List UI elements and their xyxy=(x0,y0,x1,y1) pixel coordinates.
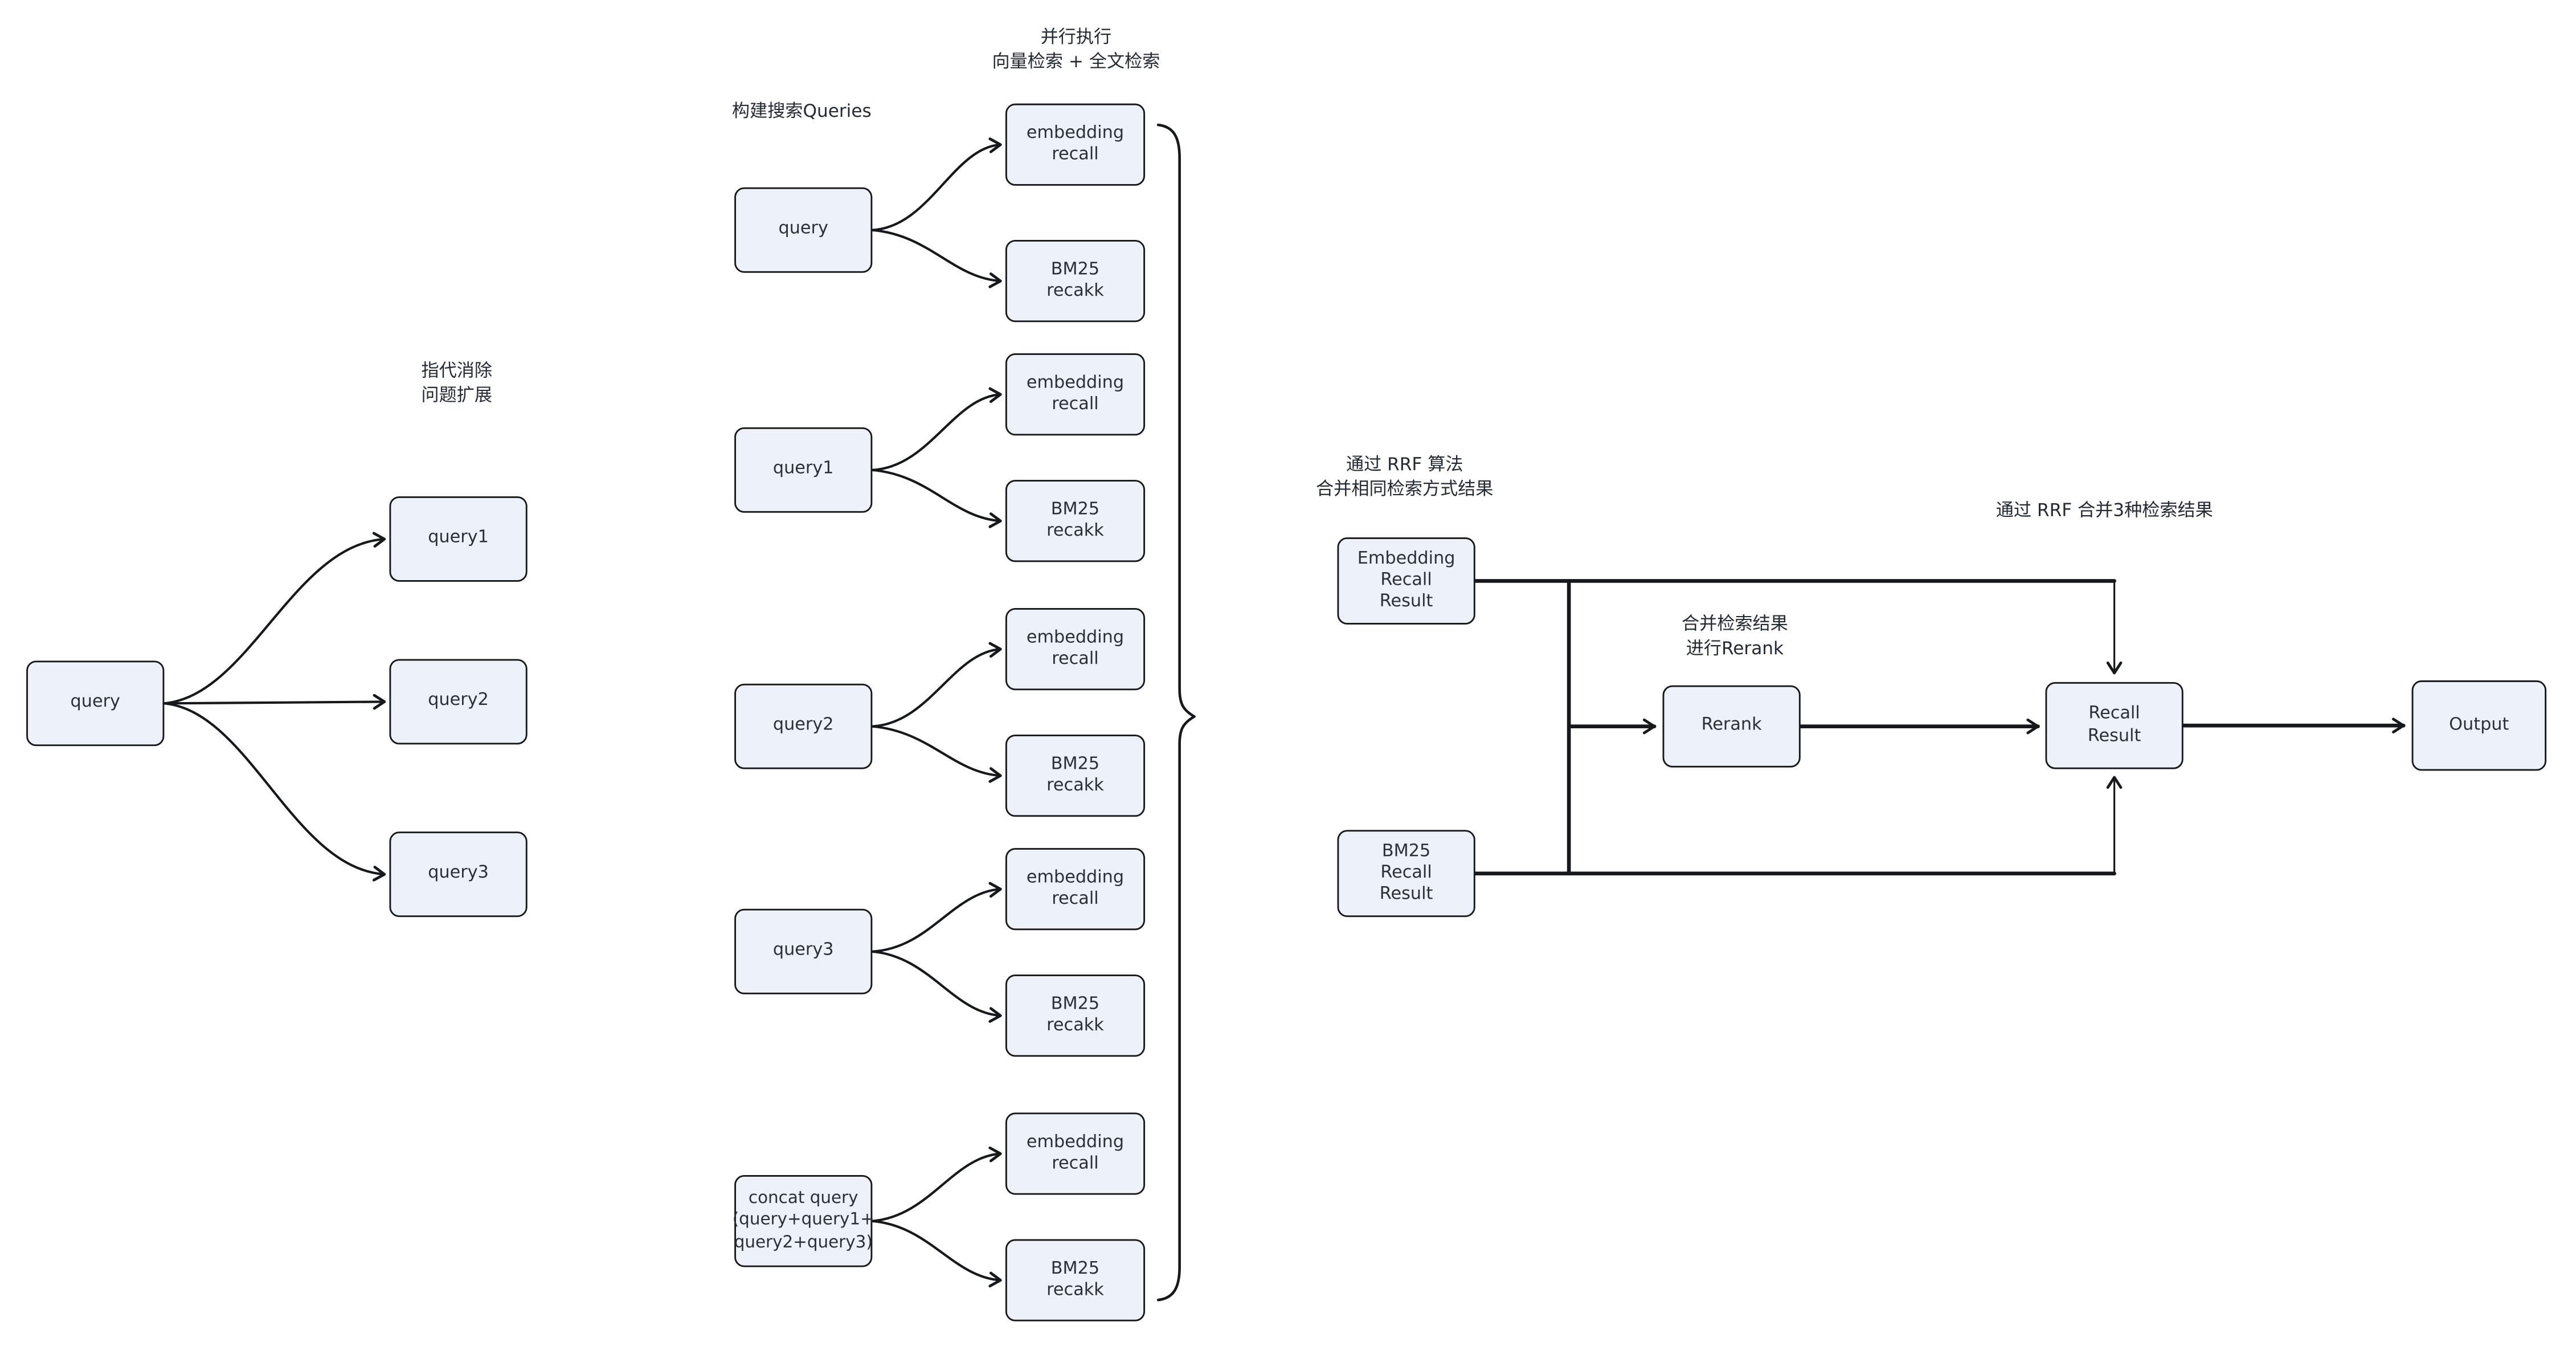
node-rerank: Rerank xyxy=(1662,685,1801,768)
node-embedding-recall-1: embedding recall xyxy=(1005,103,1146,186)
edge-concat-to-bm25-5 xyxy=(871,1220,1002,1288)
node-bm25-recall-result: BM25 Recall Result xyxy=(1337,830,1475,917)
node-left-query2: query2 xyxy=(389,659,528,745)
annotation-build-queries: 构建搜索Queries xyxy=(731,100,872,122)
node-mid-query2: query2 xyxy=(734,683,873,769)
node-left-query: query xyxy=(26,660,165,747)
edge-midquery2-to-embedding3 xyxy=(871,642,1002,728)
edge-midquery3-to-embedding4 xyxy=(871,882,1002,953)
edge-midquery-to-bm25-1 xyxy=(871,229,1002,288)
edge-midquery1-to-embedding2 xyxy=(871,387,1002,471)
node-mid-query: query xyxy=(734,187,873,273)
node-bm25-recakk-4: BM25 recakk xyxy=(1005,974,1146,1057)
node-mid-query3: query3 xyxy=(734,908,873,994)
node-embedding-recall-4: embedding recall xyxy=(1005,848,1146,931)
annotation-merge-rerank: 合并检索结果 进行Rerank xyxy=(1681,613,1788,659)
node-embedding-recall-3: embedding recall xyxy=(1005,608,1146,691)
node-left-query3: query3 xyxy=(389,831,528,917)
node-left-query1: query1 xyxy=(389,496,528,582)
node-concat-query: concat query (query+query1+ query2+query… xyxy=(733,1174,874,1267)
node-bm25-recakk-1: BM25 recakk xyxy=(1005,240,1146,323)
node-embedding-recall-2: embedding recall xyxy=(1005,353,1146,436)
node-embedding-recall-result: Embedding Recall Result xyxy=(1337,537,1475,625)
edge-query-to-query1 xyxy=(163,532,386,705)
node-bm25-recakk-5: BM25 recakk xyxy=(1005,1239,1146,1322)
edge-midquery-to-embedding1 xyxy=(871,137,1002,231)
edge-midquery1-to-bm25-2 xyxy=(871,468,1002,528)
annotation-coref-expand: 指代消除 问题扩展 xyxy=(421,360,492,405)
node-embedding-recall-5: embedding recall xyxy=(1005,1112,1146,1195)
node-bm25-recakk-2: BM25 recakk xyxy=(1005,480,1146,562)
node-bm25-recakk-3: BM25 recakk xyxy=(1005,735,1146,817)
node-mid-query1: query1 xyxy=(734,427,873,513)
edge-concat-to-embedding5 xyxy=(871,1146,1002,1222)
edge-midquery3-to-bm25-4 xyxy=(871,950,1002,1023)
gather-brace xyxy=(1156,123,1196,1302)
edge-query-to-query3 xyxy=(163,702,386,882)
annotation-rrf-merge-same: 通过 RRF 算法 合并相同检索方式结果 xyxy=(1316,453,1494,499)
annotation-parallel-exec: 并行执行 向量检索 + 全文检索 xyxy=(992,26,1160,72)
edge-query-to-query2 xyxy=(163,694,386,710)
node-output: Output xyxy=(2411,680,2547,771)
node-recall-result: Recall Result xyxy=(2045,682,2184,769)
annotation-rrf-merge-three: 通过 RRF 合并3种检索结果 xyxy=(1996,499,2213,521)
edge-midquery2-to-bm25-3 xyxy=(871,725,1002,783)
